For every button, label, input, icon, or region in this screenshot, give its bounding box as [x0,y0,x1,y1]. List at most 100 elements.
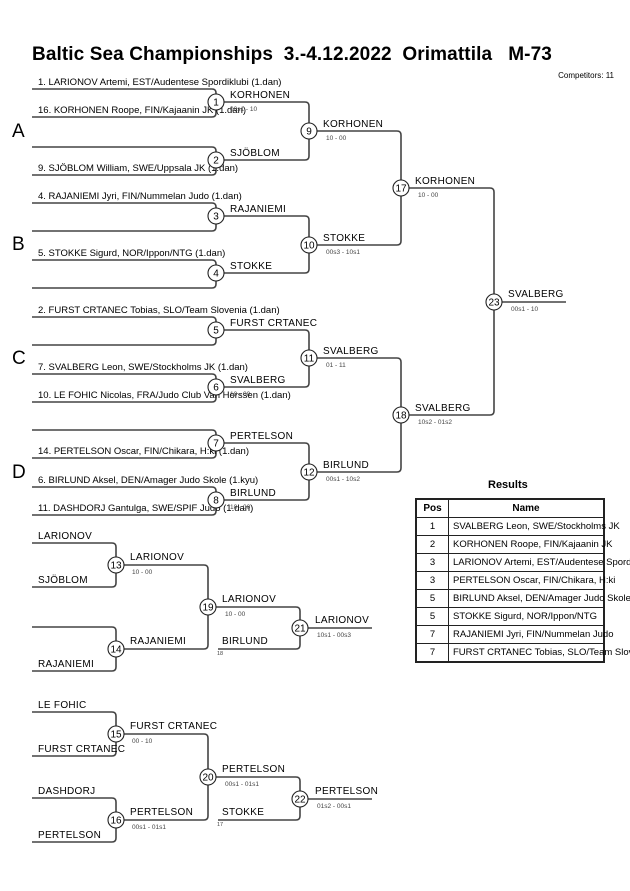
bracket-line [309,130,402,188]
bracket-line [401,187,495,302]
repechage-entry: PERTELSON [38,830,101,841]
bracket-line [218,799,301,821]
bracket-line [32,216,217,232]
competitor-label: 11. DASHDORJ Gantulga, SWE/SPIF Judo (1.… [38,503,253,514]
bracket-line [32,500,217,516]
bracket-line [208,776,301,799]
match-winner: LARIONOV [130,552,184,563]
loser-entry: STOKKE [222,807,264,818]
match-winner: PERTELSON [315,786,378,797]
match-score: 10s2 - 01s2 [418,419,452,426]
match-number: 19 [202,603,214,614]
bracket-line [32,387,217,403]
pool-letter: C [12,348,26,369]
match-number-circle [207,93,225,111]
page-title: Baltic Sea Championships 3.-4.12.2022 Or… [32,44,552,65]
match-number: 21 [294,624,306,635]
result-name: KORHONEN Roope, FIN/Kajaanin JK [448,535,612,554]
competitor-label: 16. KORHONEN Roope, FIN/Kajaanin JK (1.d… [38,105,246,116]
match-number: 9 [306,127,312,138]
match-winner: RAJANIEMI [130,636,186,647]
result-pos: 3 [415,553,449,572]
bracket-line [309,188,402,246]
match-winner: SVALBERG [415,403,471,414]
match-number-circle [392,406,410,424]
bracket-line [32,102,217,118]
repechage-entry: LARIONOV [38,531,92,542]
match-number: 1 [213,98,219,109]
bracket-line [32,330,217,346]
bracket-line [116,607,209,650]
bracket-line [401,302,495,416]
competitor-label: 4. RAJANIEMI Jyri, FIN/Nummelan Judo (1.… [38,191,242,202]
match-score: 00s1 - 10 [230,106,257,113]
bracket-line [32,649,117,672]
bracket-line [216,245,310,274]
match-score: 00s1 - 01s1 [132,824,166,831]
bracket-line [208,606,301,628]
match-winner: KORHONEN [323,119,383,130]
result-name: STOKKE Sigurd, NOR/Ippon/NTG [448,607,605,626]
match-number: 17 [395,184,407,195]
match-number-circle [107,811,125,829]
match-number: 5 [213,326,219,337]
match-winner: BIRLUND [230,488,276,499]
bracket-line [116,733,209,777]
result-name: BIRLUND Aksel, DEN/Amager Judo Skole [448,589,630,608]
bracket-line [32,160,217,176]
match-number: 8 [213,496,219,507]
competitor-label: 1. LARIONOV Artemi, EST/Audentese Spordi… [38,77,281,88]
bracket-line [216,131,310,161]
bracket-line [216,472,310,501]
result-name: SVALBERG Leon, SWE/Stockholms JK [448,517,620,536]
match-winner: FURST CRTANEC [230,318,317,329]
match-score: 01 - 11 [326,362,346,369]
bracket-line [32,88,217,102]
match-number: 16 [110,816,122,827]
competitor-label: 5. STOKKE Sigurd, NOR/Ippon/NTG (1.dan) [38,248,225,259]
match-number-circle [207,378,225,396]
bracket-line [32,259,217,273]
match-number-circle [207,491,225,509]
match-number-circle [199,598,217,616]
bracket-line [32,565,117,588]
result-pos: 2 [415,535,449,554]
match-number-circle [300,122,318,140]
match-number: 4 [213,269,219,280]
repechage-entry: RAJANIEMI [38,659,94,670]
loser-ref: 17 [217,822,223,828]
match-score: 10 - 00 [132,569,153,576]
match-score: 10 - 00 [230,391,251,398]
match-number: 10 [303,241,315,252]
results-header-row: Pos Name [415,498,605,518]
match-winner: KORHONEN [230,90,290,101]
match-number: 7 [213,439,219,450]
bracket-line [218,628,301,650]
match-winner: SJÖBLOM [230,147,280,159]
match-winner: SVALBERG [323,346,379,357]
match-number-circle [107,725,125,743]
bracket-line [216,442,310,472]
result-name: PERTELSON Oscar, FIN/Chikara, H:ki [448,571,615,590]
bracket-line [116,564,209,607]
loser-entry: BIRLUND [222,636,268,647]
match-number: 12 [303,468,315,479]
match-number: 14 [110,645,122,656]
competitor-label: 6. BIRLUND Aksel, DEN/Amager Judo Skole … [38,475,258,486]
bracket-line [216,358,310,388]
match-number-circle [300,349,318,367]
bracket-line [216,101,310,131]
pos-header: Pos [415,498,449,518]
bracket-line [32,542,117,565]
loser-ref: 18 [217,651,223,657]
match-score: 10 - 00 [230,504,251,511]
result-name: FURST CRTANEC Tobias, SLO/Team Slovenia [448,643,630,663]
pool-letter: D [12,462,26,483]
bracket-line [32,429,217,443]
